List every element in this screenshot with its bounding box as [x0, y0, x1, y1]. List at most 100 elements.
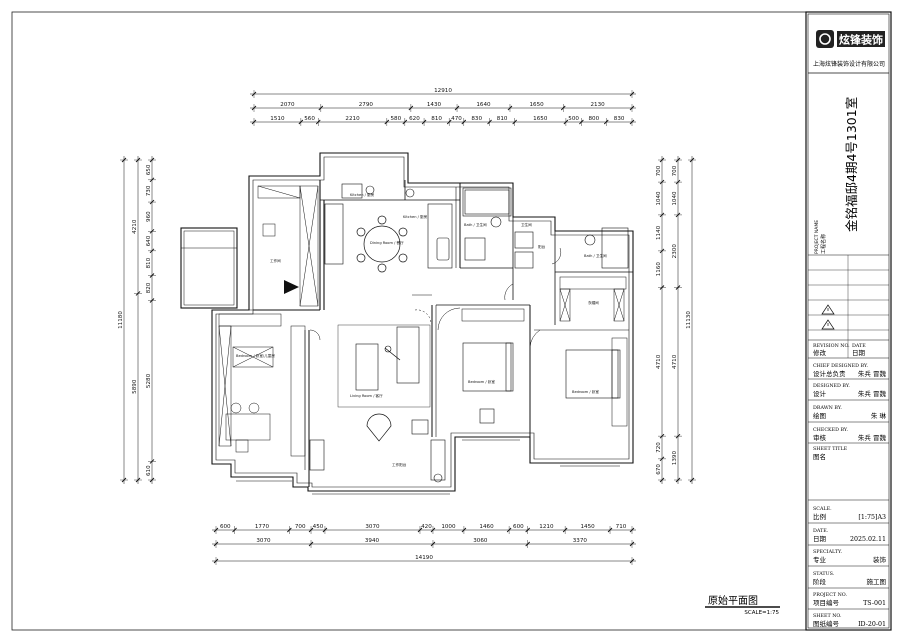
dimension-value: 610	[146, 465, 152, 476]
dimension-value: 600	[220, 524, 231, 530]
dimension-value: 820	[146, 282, 152, 293]
room-label-kitchen: Kitchen / 厨房	[403, 214, 428, 219]
dimension-value: 620	[409, 116, 420, 122]
dimension-value: 580	[390, 116, 401, 122]
status-cn: 阶段	[813, 577, 827, 586]
toilet-icon	[490, 216, 502, 228]
dimension-value: 800	[588, 116, 599, 122]
right-bedroom	[529, 329, 628, 427]
company-name: 上海炫锋装饰设计有限公司	[813, 60, 885, 68]
chief-designed-cn: 设计总负责	[813, 369, 846, 378]
company-logo: 炫锋装饰	[816, 30, 885, 48]
dimension-value: 3370	[573, 538, 588, 544]
dimension-value: 710	[616, 524, 627, 530]
toilet-icon	[584, 234, 596, 246]
dimension-value: 1000	[441, 524, 456, 530]
dimension-value: 670	[656, 464, 662, 475]
dimension-value: 720	[656, 442, 662, 453]
living-room	[309, 324, 446, 483]
dimension-value: 3070	[365, 524, 380, 530]
designed-value: 朱兵 冒魏	[858, 389, 887, 398]
bath-1	[462, 187, 512, 261]
chair-icon	[230, 402, 242, 414]
dimension-value: 2130	[590, 102, 605, 108]
dimension-value: 500	[568, 116, 579, 122]
room-label-living: Living Room / 客厅	[350, 393, 383, 398]
room-label-bath1: Bath / 卫生间	[464, 222, 487, 227]
dimension-value: 1640	[476, 102, 491, 108]
dimension-value: 1650	[529, 102, 544, 108]
dimension-value: 1140	[656, 225, 662, 240]
entrance-arrow-icon	[284, 280, 299, 294]
dimension-value: 1460	[479, 524, 494, 530]
date2-value: 2025.02.11	[850, 536, 886, 543]
checked-cn: 审核	[813, 433, 827, 442]
dimension-value: 12910	[434, 88, 452, 94]
dimension-value: 4710	[656, 354, 662, 369]
room-label-closet: 衣帽间	[588, 300, 599, 305]
dimension-value: 810	[146, 257, 152, 268]
date2-cn: 日期	[813, 535, 827, 543]
room-label-bedroom-left: Bedroom / 卧室/儿童房	[236, 353, 275, 358]
kitchen-sink-icon	[436, 237, 450, 261]
dimension-value: 730	[146, 185, 152, 196]
dimension-value: 2790	[359, 102, 374, 108]
dimension-value: 1430	[427, 102, 442, 108]
sofa-icon	[355, 343, 379, 391]
revision-no-cn: 修改	[813, 348, 827, 357]
dimension-value: 5890	[132, 379, 138, 394]
storage-cabinets	[257, 185, 319, 307]
project-no-value: TS-001	[863, 600, 886, 607]
dimension-value: 1770	[255, 524, 270, 530]
chief-designed-label: CHIEF DESIGNED BY.	[813, 363, 869, 369]
sheet-no-cn: 图纸编号	[813, 619, 840, 628]
revision-triangle-icon	[821, 304, 835, 315]
room-label-bath2: Bath / 卫生间	[584, 253, 607, 258]
room-label-wash: 卫生间	[521, 222, 532, 227]
dimension-value: 2300	[672, 244, 678, 259]
dimension-value: 810	[497, 116, 508, 122]
date2-label: DATE.	[813, 528, 829, 534]
project-name: 金铭福邸4期4号1301室	[844, 97, 859, 232]
specialty-value: 装饰	[873, 555, 887, 564]
project-no-label: PROJECT NO.	[813, 592, 847, 598]
status-value: 施工图	[867, 577, 887, 586]
dimension-value: 1510	[270, 116, 285, 122]
room-label-study: 工作间	[270, 258, 281, 263]
dimension-value: 420	[421, 524, 432, 530]
floor-plan	[180, 152, 634, 495]
dining-table-icon	[356, 215, 408, 273]
scale-label: SCALE.	[813, 506, 832, 512]
status-label: STATUS.	[813, 571, 835, 577]
dimension-value: 470	[451, 116, 462, 122]
stove-icon	[405, 188, 415, 198]
room-label-laundry: 工作阳台	[392, 462, 407, 467]
project-name-label-en: PROJECT NAME	[814, 220, 820, 254]
scale-cn: 比例	[813, 512, 826, 521]
dimension-value: 4210	[132, 219, 138, 234]
dimension-value: 3060	[473, 538, 488, 544]
dimension-value: 14190	[415, 555, 433, 561]
bath-2	[514, 227, 629, 269]
dimension-value: 1450	[580, 524, 595, 530]
chief-designed-value: 朱兵 冒魏	[858, 369, 887, 378]
dimension-value: 560	[304, 116, 315, 122]
date-cn: 日期	[852, 349, 866, 357]
dimension-value: 1650	[533, 116, 548, 122]
dimension-value: 830	[614, 116, 625, 122]
dimension-value: 600	[513, 524, 524, 530]
chair-icon	[248, 402, 260, 414]
checked-value: 朱兵 冒魏	[858, 433, 887, 442]
dimension-value: 810	[431, 116, 442, 122]
room-label-balcony: 阳台	[538, 244, 546, 249]
dimension-value: 4710	[672, 354, 678, 369]
designed-label: DESIGNED BY.	[813, 383, 850, 389]
desk-icon	[225, 413, 271, 441]
dimension-value: 3070	[256, 538, 271, 544]
dimension-value: 700	[672, 165, 678, 176]
dimension-value: 640	[146, 235, 152, 246]
bed-icon	[565, 349, 619, 399]
dimension-value: 700	[656, 165, 662, 176]
title-block: 炫锋装饰 上海炫锋装饰设计有限公司 金铭福邸4期4号1301室 PROJECT …	[805, 11, 892, 631]
